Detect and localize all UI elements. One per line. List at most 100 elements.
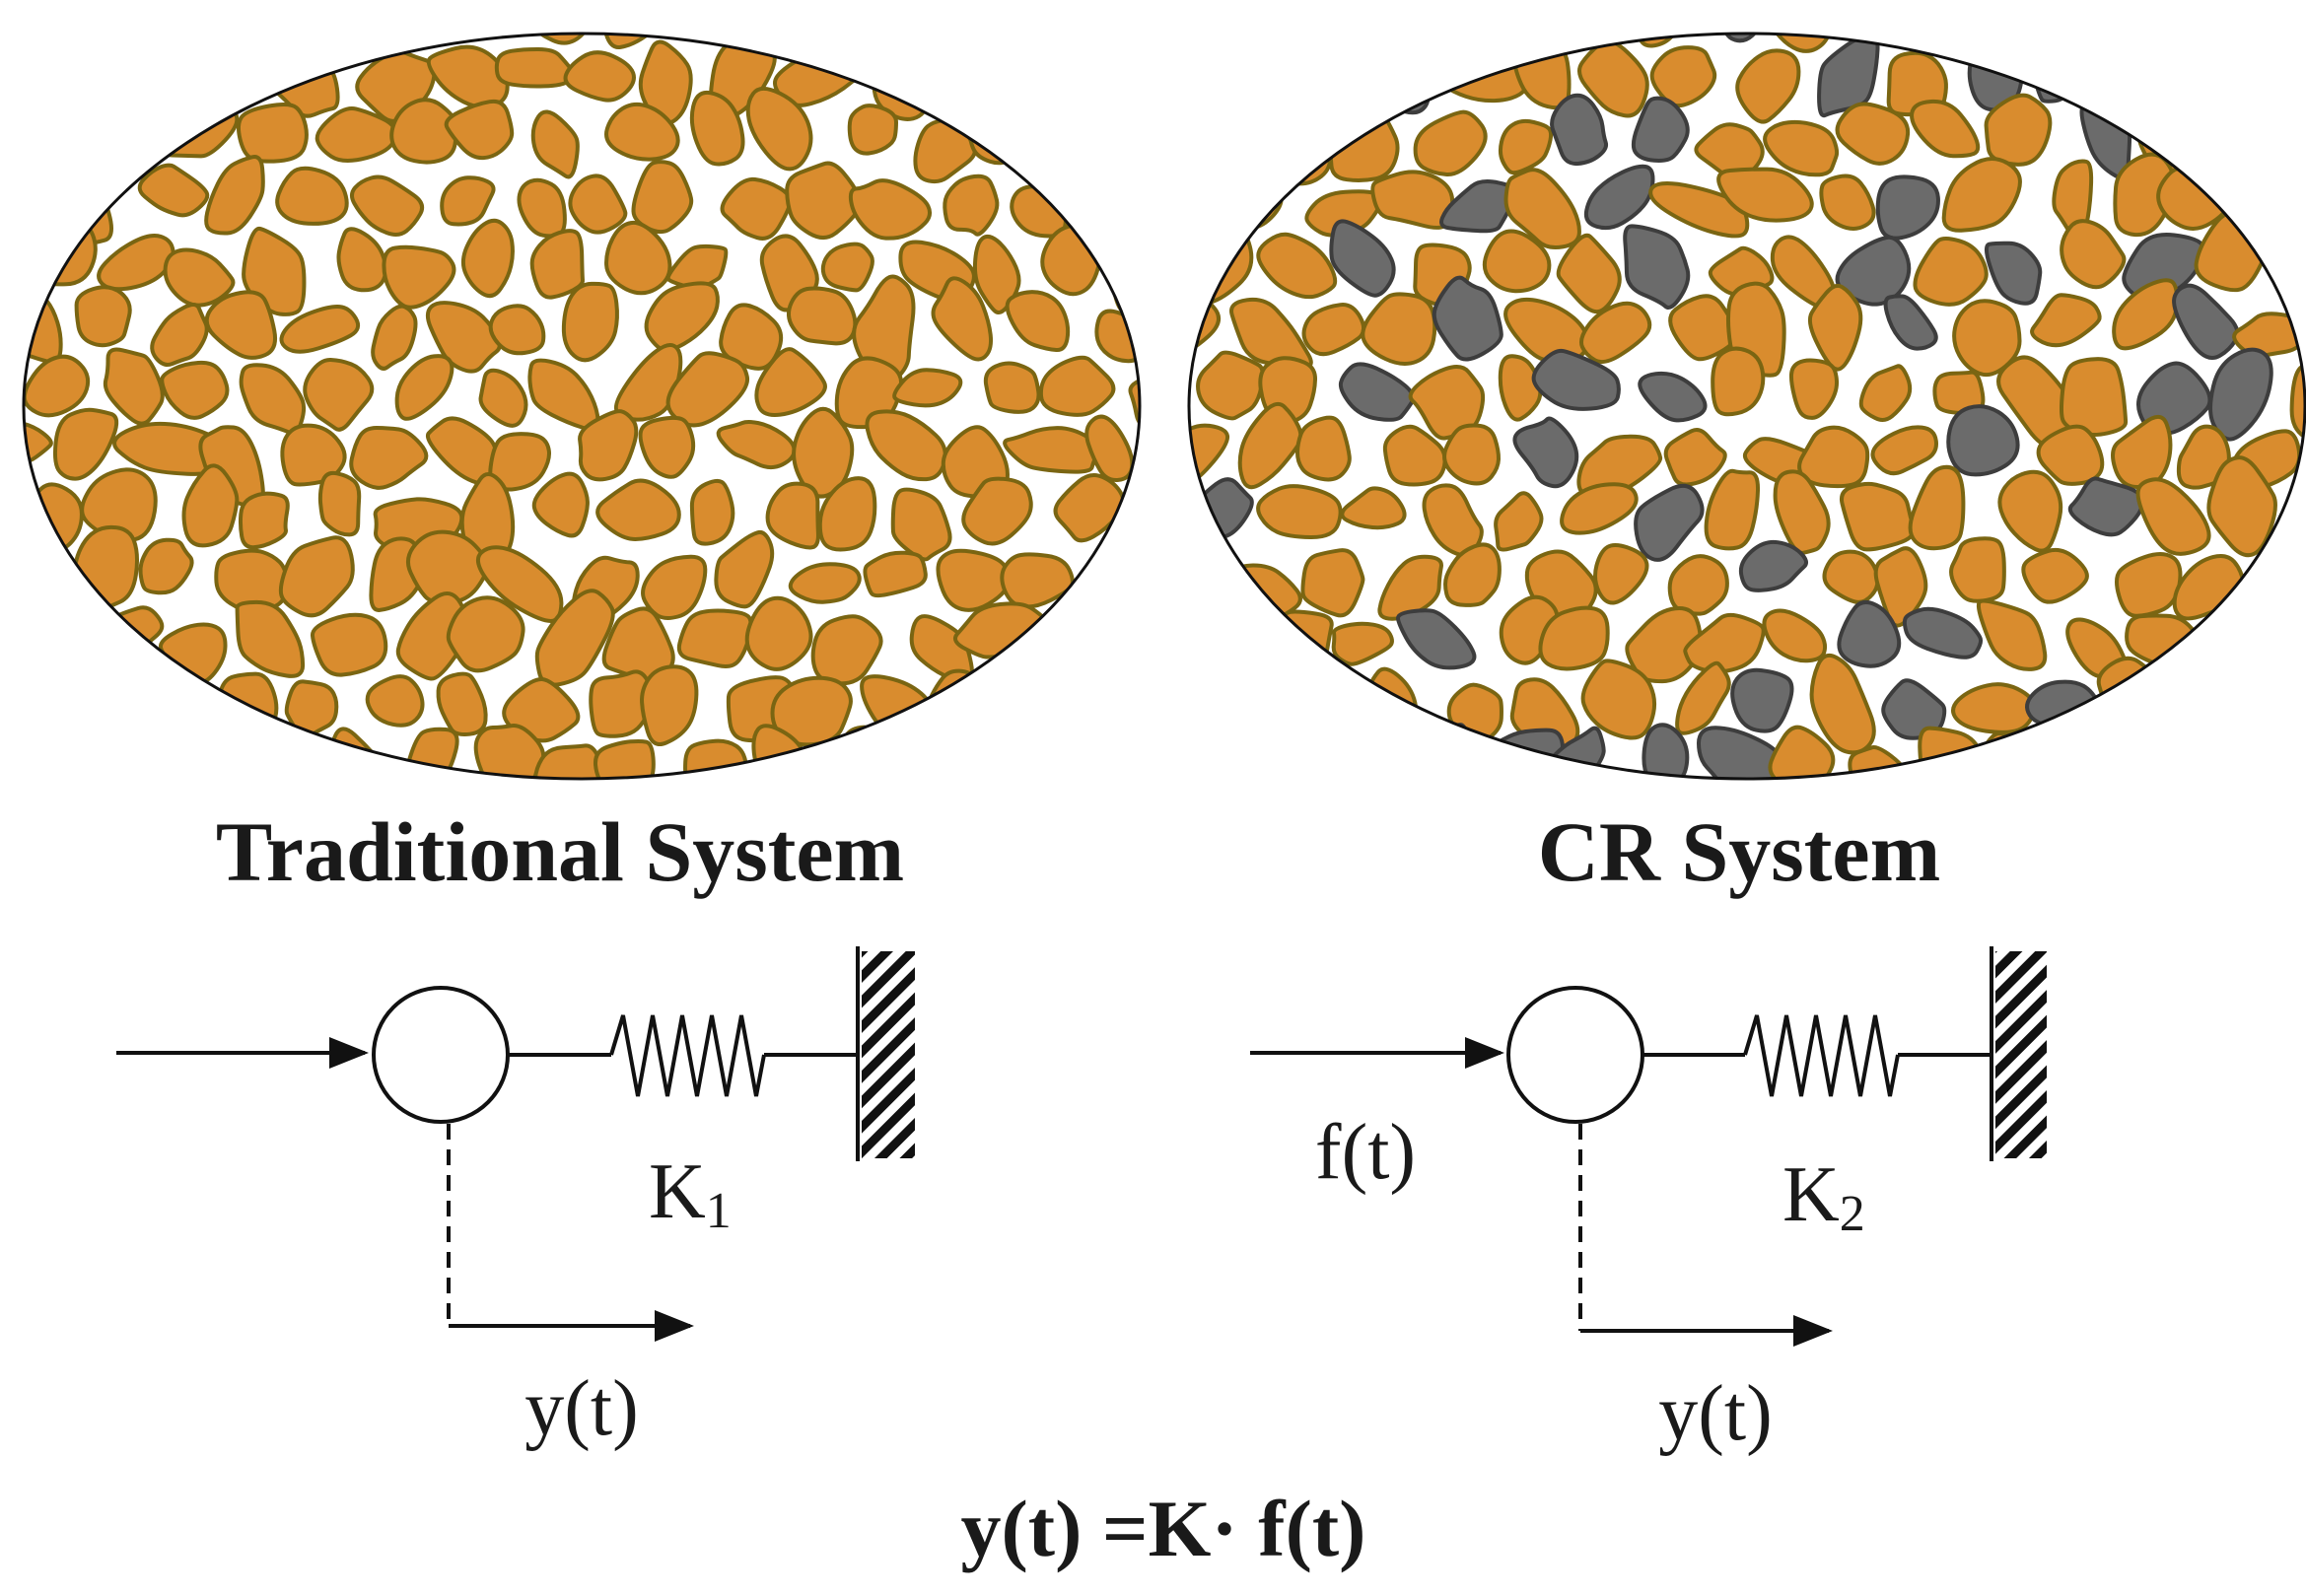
soil-particle bbox=[2275, 608, 2305, 669]
crumb-rubber-particle bbox=[1634, 483, 1705, 562]
soil-particle bbox=[163, 745, 262, 779]
soil-particle bbox=[502, 676, 581, 743]
soil-particle bbox=[561, 281, 619, 363]
soil-particle bbox=[138, 537, 194, 595]
soil-particle bbox=[52, 407, 119, 481]
traditional-system-soil-sample bbox=[0, 32, 1142, 793]
soil-particle bbox=[1404, 34, 1486, 57]
soil-particle bbox=[239, 363, 307, 436]
soil-particle bbox=[24, 419, 53, 465]
crumb-rubber-particle bbox=[1917, 0, 1994, 28]
soil-particle bbox=[2030, 293, 2102, 348]
soil-particle bbox=[754, 347, 827, 417]
soil-particle bbox=[124, 681, 195, 751]
soil-particle bbox=[589, 669, 655, 738]
crumb-rubber-particle bbox=[2172, 283, 2240, 360]
soil-particle bbox=[1038, 355, 1116, 417]
soil-particle bbox=[1625, 605, 1703, 684]
soil-particle bbox=[1111, 229, 1140, 315]
governing-equation: y(t) =K· f(t) bbox=[960, 1484, 1365, 1573]
hatched-wall-icon bbox=[1995, 951, 2047, 1158]
soil-particle bbox=[604, 220, 672, 296]
soil-particle bbox=[1083, 678, 1140, 744]
traditional-system-spring-mass-model: K1 y(t) bbox=[116, 946, 915, 1452]
soil-particle bbox=[1976, 598, 2048, 671]
soil-particle bbox=[1331, 621, 1394, 666]
soil-particle bbox=[883, 721, 961, 779]
soil-particle bbox=[1125, 249, 1180, 299]
soil-particle bbox=[788, 562, 862, 604]
soil-particle bbox=[452, 34, 519, 36]
soil-particle bbox=[1237, 401, 1303, 490]
soil-particle bbox=[1286, 666, 1373, 745]
soil-particle bbox=[595, 478, 681, 541]
soil-particle bbox=[745, 86, 813, 172]
soil-particle bbox=[99, 605, 165, 661]
soil-particle bbox=[24, 540, 51, 608]
soil-particle bbox=[1952, 299, 2022, 378]
soil-particle bbox=[1908, 464, 1966, 551]
soil-particle bbox=[1005, 290, 1071, 353]
soil-particle bbox=[24, 115, 84, 186]
soil-particle bbox=[181, 463, 240, 548]
soil-particle bbox=[638, 415, 696, 479]
crumb-rubber-particle bbox=[1883, 294, 1938, 351]
soil-particle bbox=[317, 470, 362, 537]
soil-particle bbox=[848, 178, 933, 241]
soil-particle bbox=[57, 666, 130, 728]
soil-particle bbox=[2216, 34, 2287, 57]
crumb-rubber-particle bbox=[1697, 726, 1783, 779]
soil-particle bbox=[1835, 102, 1911, 166]
soil-particle bbox=[1257, 112, 1333, 186]
soil-particle bbox=[2096, 656, 2156, 734]
soil-particle bbox=[2112, 278, 2179, 351]
soil-particle bbox=[279, 304, 361, 354]
crumb-rubber-particle bbox=[1433, 723, 1480, 779]
soil-particle bbox=[1086, 40, 1140, 99]
soil-particle bbox=[531, 471, 590, 538]
soil-particle bbox=[1949, 536, 2006, 603]
soil-particle bbox=[1716, 167, 1814, 223]
soil-particle bbox=[997, 659, 1079, 729]
soil-particle bbox=[1340, 486, 1407, 530]
crumb-rubber-particle bbox=[1583, 164, 1655, 231]
soil-particle bbox=[1819, 173, 1876, 231]
soil-particle bbox=[349, 425, 429, 490]
soil-particle bbox=[371, 304, 418, 371]
soil-particle bbox=[1735, 48, 1801, 124]
soil-particle bbox=[892, 368, 963, 408]
soil-particle bbox=[81, 34, 165, 46]
crumb-rubber-particle bbox=[2208, 606, 2278, 673]
soil-particle bbox=[24, 669, 54, 741]
soil-particle bbox=[1763, 119, 1840, 177]
soil-particle bbox=[972, 234, 1021, 315]
soil-particle bbox=[1230, 684, 1289, 747]
soil-particle bbox=[0, 92, 15, 173]
soil-particle bbox=[24, 619, 80, 688]
soil-particle bbox=[0, 732, 16, 793]
soil-particle bbox=[1858, 364, 1913, 422]
soil-particle bbox=[1037, 607, 1115, 664]
soil-particle bbox=[238, 491, 290, 550]
soil-particle bbox=[74, 285, 132, 348]
crumb-rubber-particle bbox=[1329, 219, 1396, 298]
soil-particle bbox=[1095, 114, 1186, 171]
soil-particle bbox=[1649, 45, 1717, 108]
soil-particle bbox=[0, 232, 7, 306]
soil-particle bbox=[578, 409, 639, 482]
soil-particle bbox=[1189, 101, 1250, 171]
crumb-rubber-particle bbox=[1984, 241, 2043, 306]
soil-particle bbox=[689, 90, 745, 167]
soil-particle bbox=[1018, 44, 1079, 99]
crumb-rubber-particle bbox=[1531, 348, 1621, 411]
soil-particle bbox=[613, 343, 683, 422]
soil-particle bbox=[1913, 237, 1989, 307]
soil-particle bbox=[382, 244, 456, 310]
soil-particle bbox=[1256, 232, 1338, 300]
soil-particle bbox=[1237, 41, 1307, 116]
crumb-rubber-particle bbox=[1512, 416, 1579, 489]
soil-particle bbox=[1131, 470, 1140, 544]
soil-particle bbox=[1094, 309, 1140, 364]
soil-particle bbox=[865, 409, 947, 482]
